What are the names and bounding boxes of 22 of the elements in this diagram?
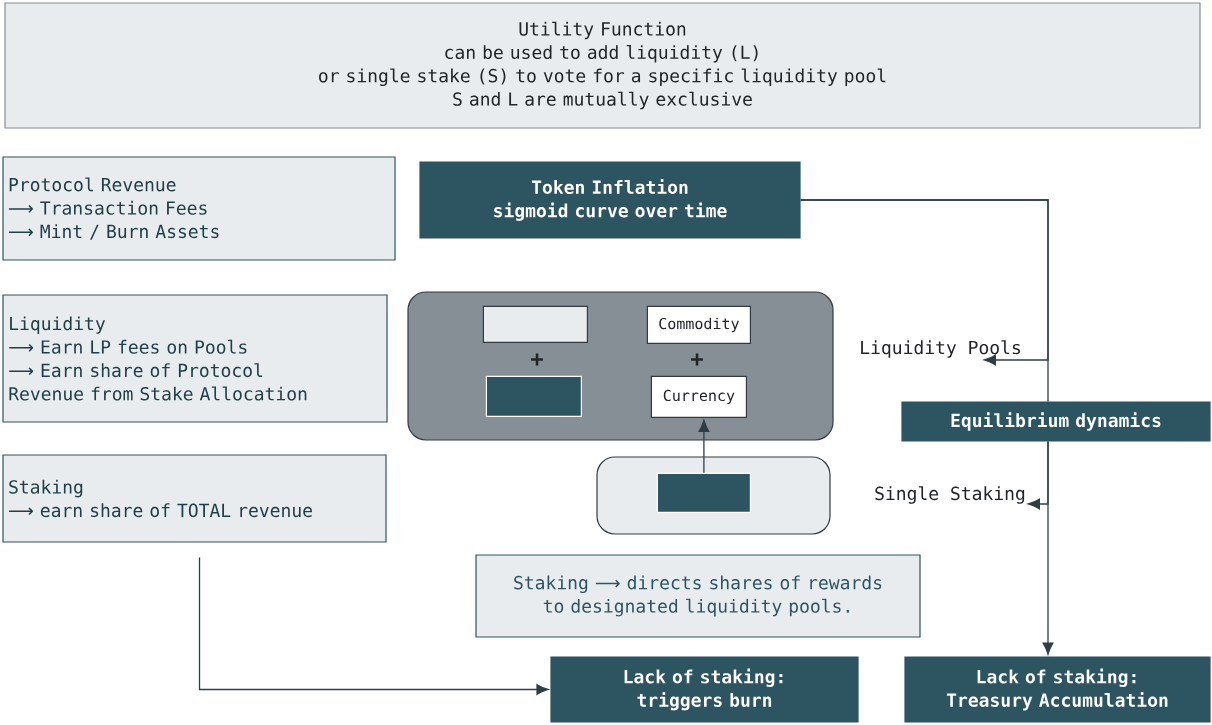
plus-sign: + bbox=[691, 353, 703, 366]
text-box: Staking ⟶ earn share of TOTAL revenue bbox=[2, 454, 387, 543]
branch-label: Liquidity Pools bbox=[861, 340, 1020, 358]
note-box: Staking ⟶ directs shares of rewards to designated liquidity pools. bbox=[475, 554, 921, 638]
process-box: Token Inflation sigmoid curve over time bbox=[419, 161, 801, 239]
asset-box: Currency bbox=[650, 375, 747, 418]
process-box: Equilibrium dynamics bbox=[901, 401, 1211, 442]
process-box: Lack of staking: Treasury Accumulation bbox=[904, 656, 1211, 723]
text-box: Liquidity ⟶ Earn LP fees on Pools ⟶ Earn share of Protocol Revenue from Stake Allocation bbox=[2, 294, 388, 423]
arrow bbox=[198, 556, 549, 695]
text-box: Protocol Revenue ⟶ Transaction Fees ⟶ Mint / Burn Assets bbox=[2, 156, 396, 261]
asset-box: Commodity bbox=[646, 305, 751, 344]
token-box bbox=[482, 305, 588, 343]
token-box bbox=[656, 472, 751, 513]
plus-sign: + bbox=[531, 353, 543, 366]
token-box bbox=[485, 375, 582, 417]
process-box: Lack of staking: triggers burn bbox=[550, 656, 859, 723]
arrow bbox=[799, 199, 1049, 366]
info-box: Utility Function can be used to add liquidity (L) or single stake (S) to vote for a specific liquidity pool S and L are mutually exclusive bbox=[4, 2, 1201, 129]
branch-label: Single Staking bbox=[875, 486, 1025, 504]
arrow bbox=[1027, 440, 1049, 510]
arrow bbox=[698, 419, 710, 474]
